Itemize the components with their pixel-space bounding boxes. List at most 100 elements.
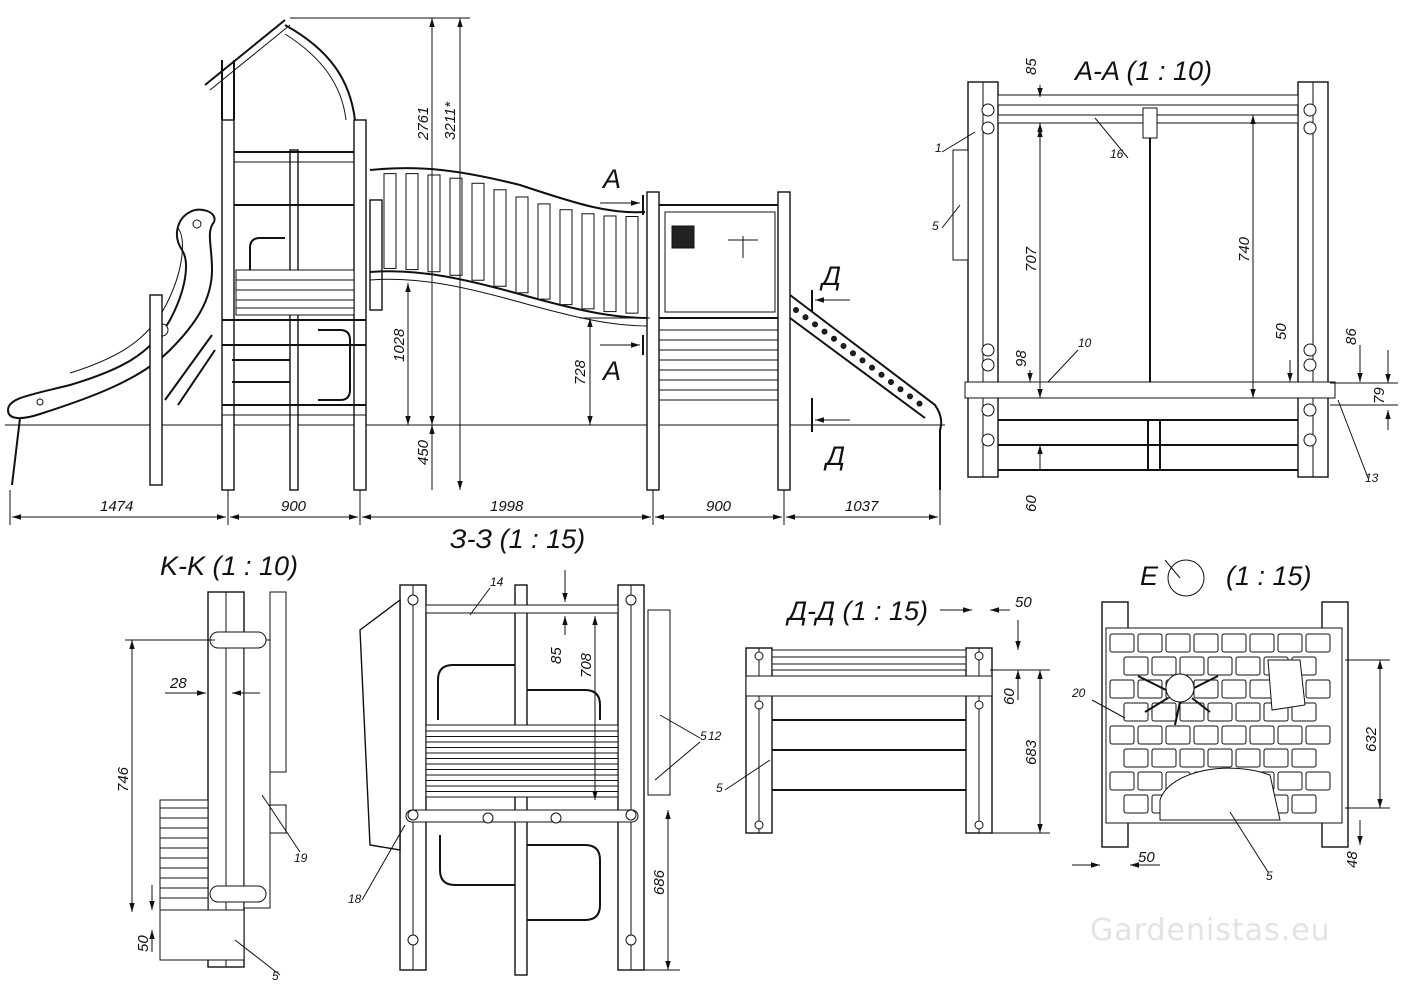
aa-bolts — [981, 103, 1317, 447]
brick — [1123, 702, 1149, 722]
brick — [1123, 656, 1149, 676]
kk-label-5: 5 — [272, 969, 279, 983]
section-mark-d-bottom: Д — [823, 441, 845, 471]
e-dim-632: 632 — [1363, 726, 1380, 752]
bolt — [754, 700, 764, 710]
bolt — [407, 594, 419, 606]
bolt — [407, 809, 419, 821]
brick — [1277, 725, 1303, 745]
aa-dim-85: 85 — [1023, 58, 1040, 75]
zz-handle — [439, 835, 515, 886]
bolt — [981, 403, 995, 417]
dim-1037: 1037 — [845, 498, 879, 515]
bolt — [981, 358, 995, 372]
slide-roller — [821, 328, 828, 335]
watermark: Gardenistas.eu — [1090, 913, 1331, 948]
dim-450: 450 — [415, 439, 432, 465]
main-vertical-dims: 2761 3211* 1028 450 728 — [290, 17, 650, 490]
dim-1028: 1028 — [391, 328, 408, 362]
kk-top-clamp — [209, 631, 267, 649]
main-bottom-dims: 1474 900 1998 900 1037 — [9, 490, 941, 525]
aa-leader — [941, 204, 961, 229]
bridge-slat — [515, 196, 529, 294]
aa-leader — [941, 131, 976, 153]
brick — [1305, 771, 1331, 791]
right-slide-rollers — [793, 307, 923, 407]
brick — [1221, 679, 1247, 699]
brick — [1263, 748, 1289, 768]
zz-deck-planks — [426, 730, 618, 792]
roof-beam — [209, 24, 291, 91]
dim-1998: 1998 — [490, 498, 524, 515]
section-aa-view: A-A (1 : 10) 85 707 740 98 50 — [932, 56, 1398, 512]
brick — [1305, 633, 1331, 653]
roof-arch — [284, 24, 356, 121]
e-tunnel — [1159, 767, 1281, 821]
bridge-slat — [493, 189, 507, 287]
bolt — [974, 651, 984, 661]
e-dim-50: 50 — [1138, 849, 1155, 866]
zz-label-14: 14 — [490, 575, 504, 589]
bridge-slat — [625, 216, 639, 314]
main-elevation-view: A A Д Д 2761 3211* 1028 450 728 — [5, 17, 945, 525]
brick — [1291, 748, 1317, 768]
aa-top-bar — [997, 94, 1299, 106]
kk-leader — [234, 939, 281, 976]
zz-slide-edge — [359, 598, 401, 851]
view-e-symbol — [1167, 559, 1205, 597]
kk-side-board — [269, 591, 287, 773]
bolt — [1303, 103, 1317, 117]
slide-bolt — [192, 219, 202, 229]
brick — [1193, 633, 1219, 653]
e-window — [1267, 659, 1306, 711]
brick — [1179, 748, 1205, 768]
slide-roller — [869, 364, 875, 371]
slide-roller — [850, 350, 856, 357]
slide-roller — [888, 379, 894, 385]
aa-leader — [1337, 399, 1369, 479]
brick — [1235, 656, 1261, 676]
slide-roller — [897, 386, 904, 393]
aa-rope-clamp — [1142, 107, 1158, 139]
dd-label-5: 5 — [716, 781, 723, 795]
aa-dim-50: 50 — [1273, 323, 1290, 340]
section-mark-a-top: A — [601, 164, 621, 194]
bridge-top-rail — [369, 167, 646, 214]
e-dim-48: 48 — [1344, 851, 1361, 868]
brick — [1123, 748, 1149, 768]
slide-rail — [69, 227, 183, 374]
roof-arch — [284, 33, 347, 121]
aa-leader — [1094, 117, 1129, 159]
slide-support-post — [149, 294, 163, 486]
aa-dim-740: 740 — [1236, 236, 1253, 262]
bridge-slat — [537, 203, 551, 300]
bridge-deck — [369, 270, 651, 319]
title-zz: З-З (1 : 15) — [450, 524, 585, 554]
brick — [1249, 725, 1275, 745]
aa-dim-79: 79 — [1371, 387, 1388, 404]
tower-post — [353, 119, 367, 491]
bridge-slat — [471, 182, 485, 281]
zz-label-12: 12 — [708, 729, 722, 743]
brick — [1207, 656, 1233, 676]
kk-dim-50: 50 — [135, 935, 152, 952]
bridge-chain — [369, 278, 651, 327]
brick — [1249, 633, 1275, 653]
e-label-20: 20 — [1071, 686, 1086, 700]
dim-1474: 1474 — [100, 498, 133, 515]
slide-chute — [6, 208, 216, 420]
right-slide-top — [789, 294, 943, 490]
slide-foot — [11, 417, 21, 486]
dim-728: 728 — [572, 359, 589, 385]
slide-roller — [859, 357, 866, 364]
brick — [1179, 656, 1205, 676]
bolt — [1303, 343, 1317, 357]
bridge-slat — [427, 174, 441, 273]
dd-top-plank — [771, 649, 967, 671]
dd-dim-60: 60 — [1001, 688, 1018, 705]
aa-leader — [1047, 349, 1079, 383]
bridge-slat — [603, 215, 617, 313]
bridge-slat — [559, 209, 573, 306]
e-leader — [1091, 699, 1126, 719]
brick — [1137, 771, 1163, 791]
